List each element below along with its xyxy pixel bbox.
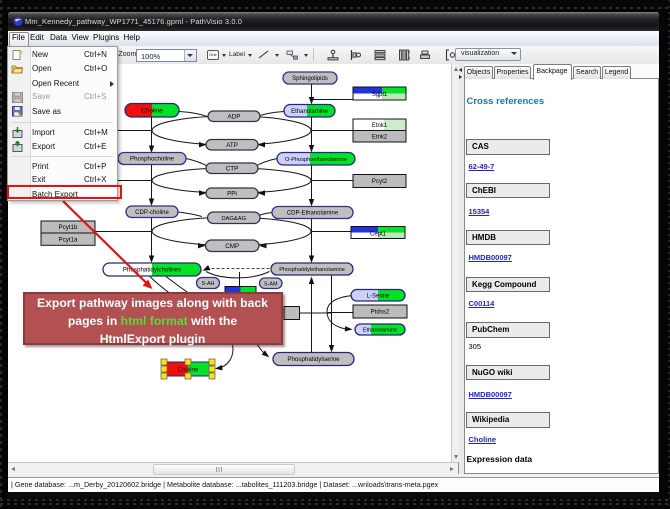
svg-text:O-Phosphoethanolamine: O-Phosphoethanolamine	[285, 157, 347, 163]
svg-text:CDP-choline: CDP-choline	[135, 210, 169, 216]
svg-text:Etnk1: Etnk1	[372, 123, 388, 129]
svg-text:CMP: CMP	[225, 243, 239, 250]
svg-text:CTP: CTP	[226, 165, 239, 172]
svg-text:Phosphatidylserine: Phosphatidylserine	[287, 356, 340, 363]
svg-text:Pcyt2: Pcyt2	[372, 178, 388, 185]
svg-text:ATP: ATP	[226, 142, 238, 149]
svg-text:Phosphatidylcholines: Phosphatidylcholines	[123, 267, 181, 274]
svg-text:PPi: PPi	[227, 190, 237, 197]
svg-text:Ethanolamine: Ethanolamine	[291, 109, 328, 115]
svg-text:Phosphatidylethanolamine: Phosphatidylethanolamine	[279, 267, 345, 273]
svg-text:L-Serine: L-Serine	[367, 293, 390, 299]
svg-text:Ethanolamine: Ethanolamine	[363, 328, 397, 334]
svg-text:ADP: ADP	[228, 113, 241, 120]
svg-text:Phosphocholine: Phosphocholine	[130, 156, 175, 163]
svg-text:Sgpl1: Sgpl1	[372, 92, 388, 98]
svg-text:DAG&AG: DAG&AG	[221, 216, 246, 222]
svg-text:Choline: Choline	[141, 107, 163, 114]
svg-text:Pcyt1b: Pcyt1b	[59, 224, 78, 231]
svg-text:Sphingolipids: Sphingolipids	[292, 76, 328, 82]
svg-text:Choline: Choline	[178, 366, 200, 373]
svg-text:Ptdss2: Ptdss2	[371, 309, 390, 316]
svg-text:S-AH: S-AH	[202, 281, 215, 287]
svg-text:Pcyt1a: Pcyt1a	[59, 236, 78, 243]
svg-text:CDP-Ethanolamine: CDP-Ethanolamine	[287, 211, 339, 217]
svg-text:Cept1: Cept1	[370, 232, 387, 238]
svg-text:S-AM: S-AM	[264, 281, 278, 287]
svg-text:Etnk2: Etnk2	[372, 135, 388, 141]
